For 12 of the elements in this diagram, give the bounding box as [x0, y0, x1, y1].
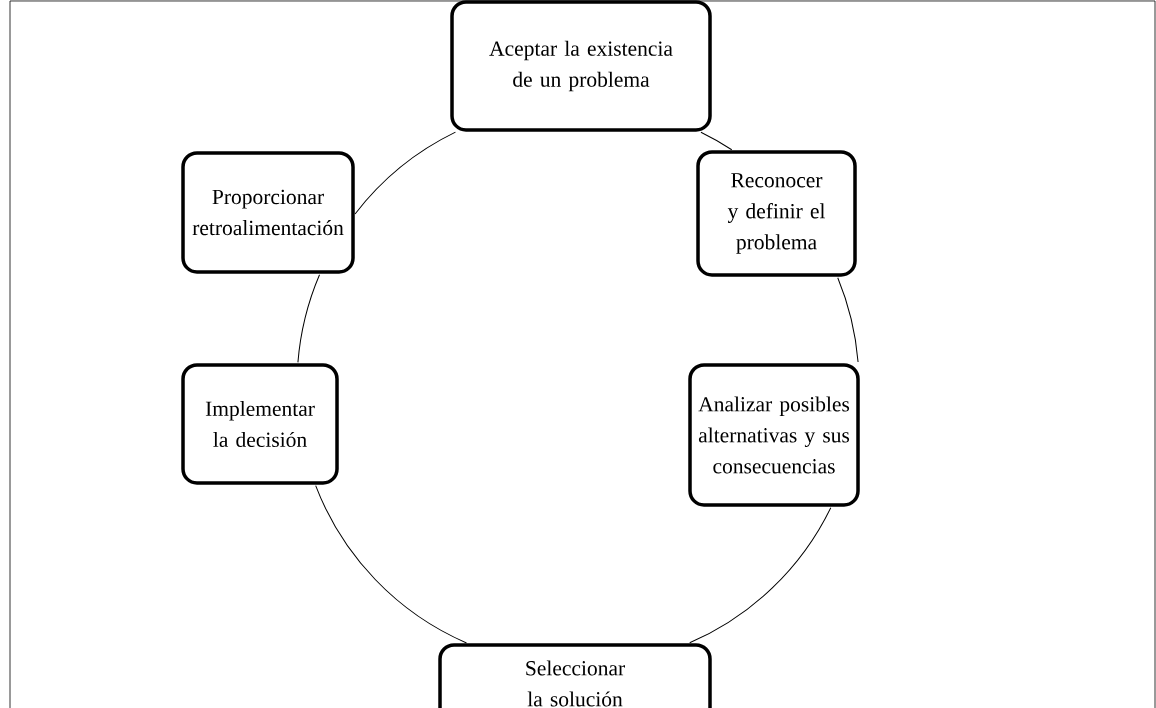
- cycle-arc: [837, 277, 859, 363]
- step-box: Aceptar la existencia de un problema: [450, 0, 712, 132]
- step-box: Reconocer y definir el problema: [696, 150, 857, 277]
- step-box: Seleccionar la solución: [438, 643, 712, 708]
- cycle-arc: [700, 131, 733, 151]
- step-box: Implementar la decisión: [181, 363, 339, 485]
- cycle-arc: [297, 274, 320, 363]
- step-box: Analizar posibles alternativas y sus consecuencias: [688, 363, 860, 507]
- cycle-arc: [315, 485, 467, 644]
- step-box: Proporcionar retroalimentación: [181, 151, 355, 274]
- cycle-arc: [354, 131, 456, 215]
- cycle-arc: [689, 507, 832, 644]
